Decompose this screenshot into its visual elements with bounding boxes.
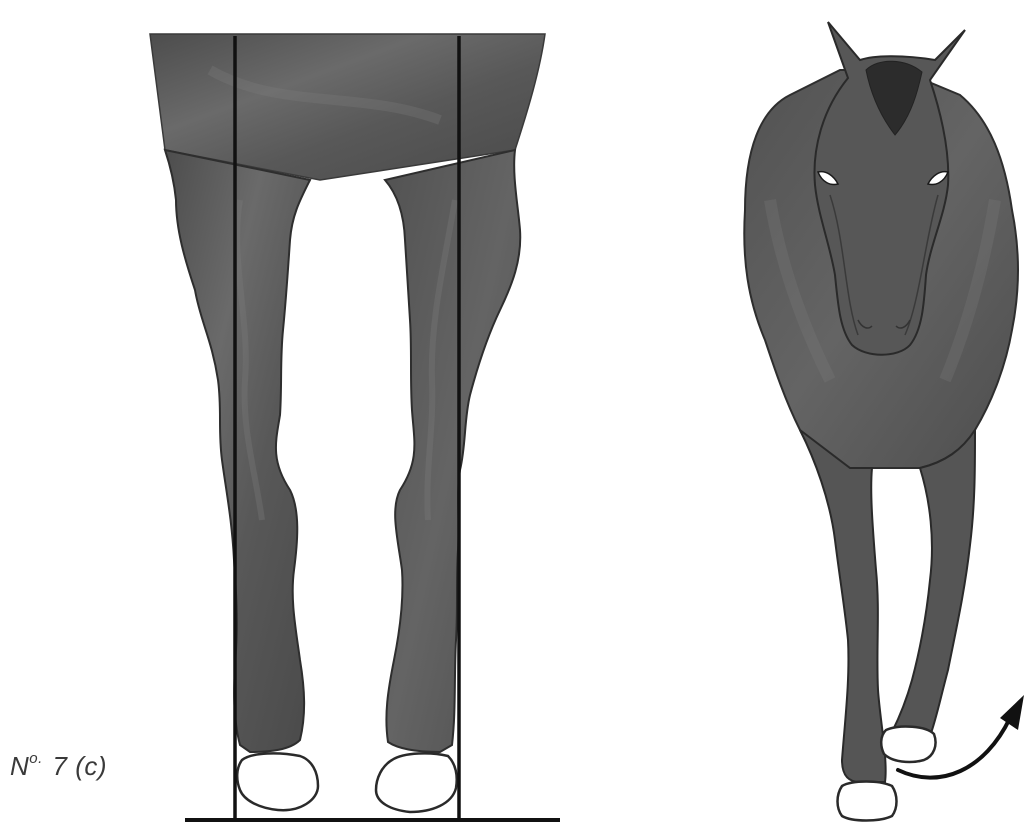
figure-label: No. 7 (c) <box>10 750 107 782</box>
figure-label-superscript: o. <box>29 750 43 767</box>
figure-label-number: 7 (c) <box>53 751 108 781</box>
horse-right-foreleg <box>892 430 975 736</box>
right-front-hoof <box>376 753 457 812</box>
arrow-head-icon <box>1000 695 1024 730</box>
horse-left-hoof <box>838 782 897 821</box>
horse-left-foreleg <box>800 430 886 782</box>
front-legs-panel <box>150 34 560 820</box>
figure-label-prefix: N <box>10 751 29 781</box>
horse-right-hoof <box>881 727 935 762</box>
left-front-hoof <box>237 753 318 810</box>
walking-horse-panel <box>744 22 1024 821</box>
right-front-leg <box>385 150 520 752</box>
